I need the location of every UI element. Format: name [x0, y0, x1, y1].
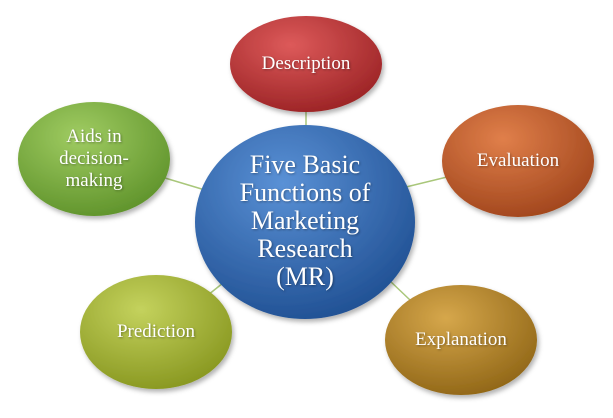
- explanation-node: [385, 285, 537, 395]
- description-node: [230, 16, 382, 112]
- connector-evaluation: [405, 176, 448, 188]
- prediction-node: [80, 275, 232, 389]
- connector-explanation: [388, 279, 411, 301]
- connector-aids: [164, 177, 206, 191]
- aids-node: [18, 102, 170, 216]
- evaluation-node: [442, 105, 594, 217]
- center-node: [195, 125, 415, 319]
